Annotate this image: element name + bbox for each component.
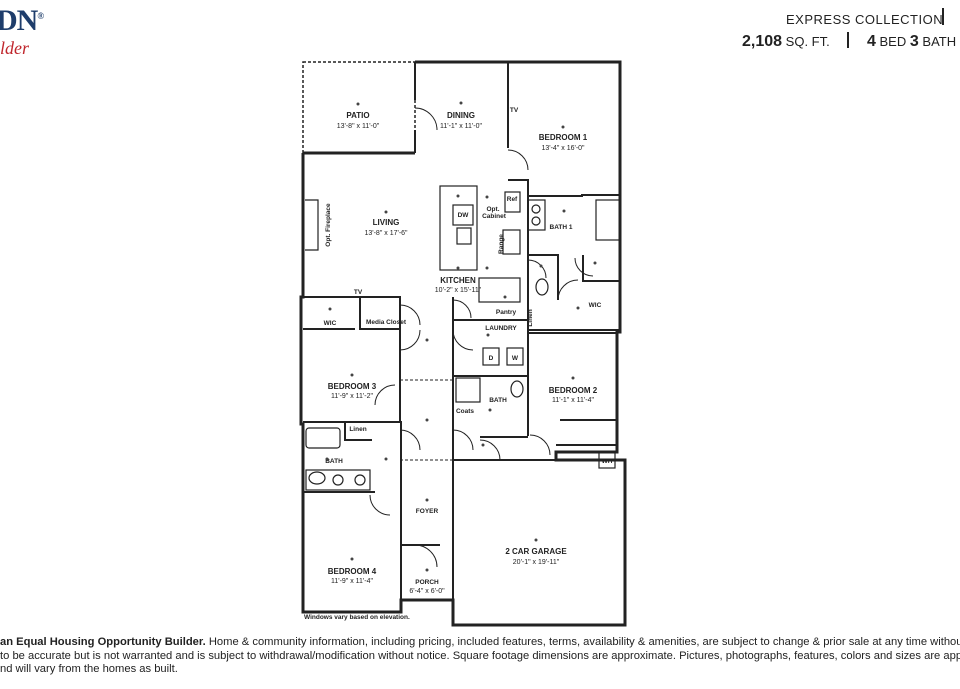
disclaimer-bold-prefix: an Equal Housing Opportunity Builder. [0, 636, 206, 648]
dishwasher-label: DW [458, 212, 470, 219]
tv-bedroom1: TV [510, 107, 519, 114]
coats-label: Coats [456, 408, 474, 415]
pantry-label: Pantry [496, 309, 517, 316]
living-label: LIVING [373, 218, 400, 227]
windows-note: Windows vary based on elevation. [304, 614, 410, 621]
wic3-label: WIC [324, 320, 337, 327]
tv-living: TV [354, 289, 363, 296]
refrigerator-label: Ref [507, 196, 518, 203]
builder-tagline: lder [0, 38, 29, 58]
bedroom3-label: BEDROOM 3 [328, 382, 377, 391]
garage-label: 2 CAR GARAGE [505, 547, 567, 556]
logo-text: DN [0, 4, 38, 37]
media-closet-label: Media Closet [366, 319, 407, 326]
door-swings [369, 107, 594, 568]
linen-bed1-label: Linen [527, 309, 534, 326]
bath3-label: BATH [325, 458, 343, 465]
builder-logo: DN® [0, 4, 44, 38]
kitchen-fixtures [439, 185, 524, 366]
patio-dims: 13'-8" x 11'-0" [337, 123, 380, 130]
linen-hall-label: Linen [349, 426, 366, 433]
sqft-unit: SQ. FT. [785, 34, 830, 49]
disclaimer-line-3: nd will vary from the homes as built. [0, 663, 178, 676]
bedroom3-dims: 11'-9" x 11'-2" [331, 393, 374, 400]
dining-label: DINING [447, 111, 475, 120]
washer-label: W [512, 355, 519, 362]
room-labels: PATIO 13'-8" x 11'-0" DINING 11'-1" x 11… [324, 111, 602, 595]
bath1-label: BATH 1 [550, 224, 573, 231]
opt-cabinet-label-1: Opt. [487, 206, 500, 213]
interior-walls [303, 62, 620, 625]
disclaimer-line-2: to be accurate but is not warranted and … [0, 649, 960, 662]
bedroom1-label: BEDROOM 1 [539, 133, 588, 142]
opt-fireplace-label: Opt. Fireplace [325, 203, 332, 247]
opt-cabinet-label-2: Cabinet [482, 213, 507, 220]
sqft-value: 2,108 [742, 33, 783, 50]
laundry-label: LAUNDRY [485, 325, 517, 332]
dryer-label: D [489, 355, 494, 362]
collection-name: EXPRESS COLLECTION [786, 12, 944, 27]
fixture-labels: DW Ref Range Opt. Cabinet Opt. Fireplace… [325, 107, 613, 465]
kitchen-label: KITCHEN [440, 276, 476, 285]
header-divider [942, 8, 944, 25]
wic1-label: WIC [589, 302, 602, 309]
baths-label: BATH [922, 34, 957, 49]
bedroom2-label: BEDROOM 2 [549, 386, 598, 395]
bedroom4-label: BEDROOM 4 [328, 567, 377, 576]
porch-label: PORCH [415, 579, 439, 586]
disclaimer-line-1: an Equal Housing Opportunity Builder. Ho… [0, 636, 960, 648]
home-specs: 2,108 SQ. FT. 4 BED 3 BATH [742, 32, 956, 51]
bedroom4-dims: 11'-9" x 11'-4" [331, 578, 374, 585]
bath2-label: BATH [489, 397, 507, 404]
living-dims: 13'-8" x 17'-6" [364, 230, 408, 237]
patio-label: PATIO [346, 111, 369, 120]
water-heater-label: WH [602, 458, 613, 465]
specs-divider [847, 32, 850, 48]
light-fixtures [325, 101, 597, 572]
bedroom2-dims: 11'-1" x 11'-4" [552, 397, 595, 404]
beds-label: BED [879, 34, 907, 49]
legal-disclaimer: an Equal Housing Opportunity Builder. Ho… [0, 636, 960, 677]
bedroom1-dims: 13'-4" x 16'-0" [541, 145, 585, 152]
garage-dims: 20'-1" x 19'-11" [513, 559, 560, 566]
kitchen-dims: 10'-2" x 15'-11" [435, 287, 482, 294]
foyer-label: FOYER [416, 508, 439, 515]
beds-value: 4 [866, 33, 876, 50]
porch-dims: 6'-4" x 6'-0" [409, 588, 445, 595]
registered-mark: ® [37, 11, 44, 21]
bath-fixtures [305, 199, 621, 491]
dining-dims: 11'-1" x 11'-0" [440, 123, 483, 130]
baths-value: 3 [909, 33, 919, 50]
range-label: Range [498, 234, 505, 254]
